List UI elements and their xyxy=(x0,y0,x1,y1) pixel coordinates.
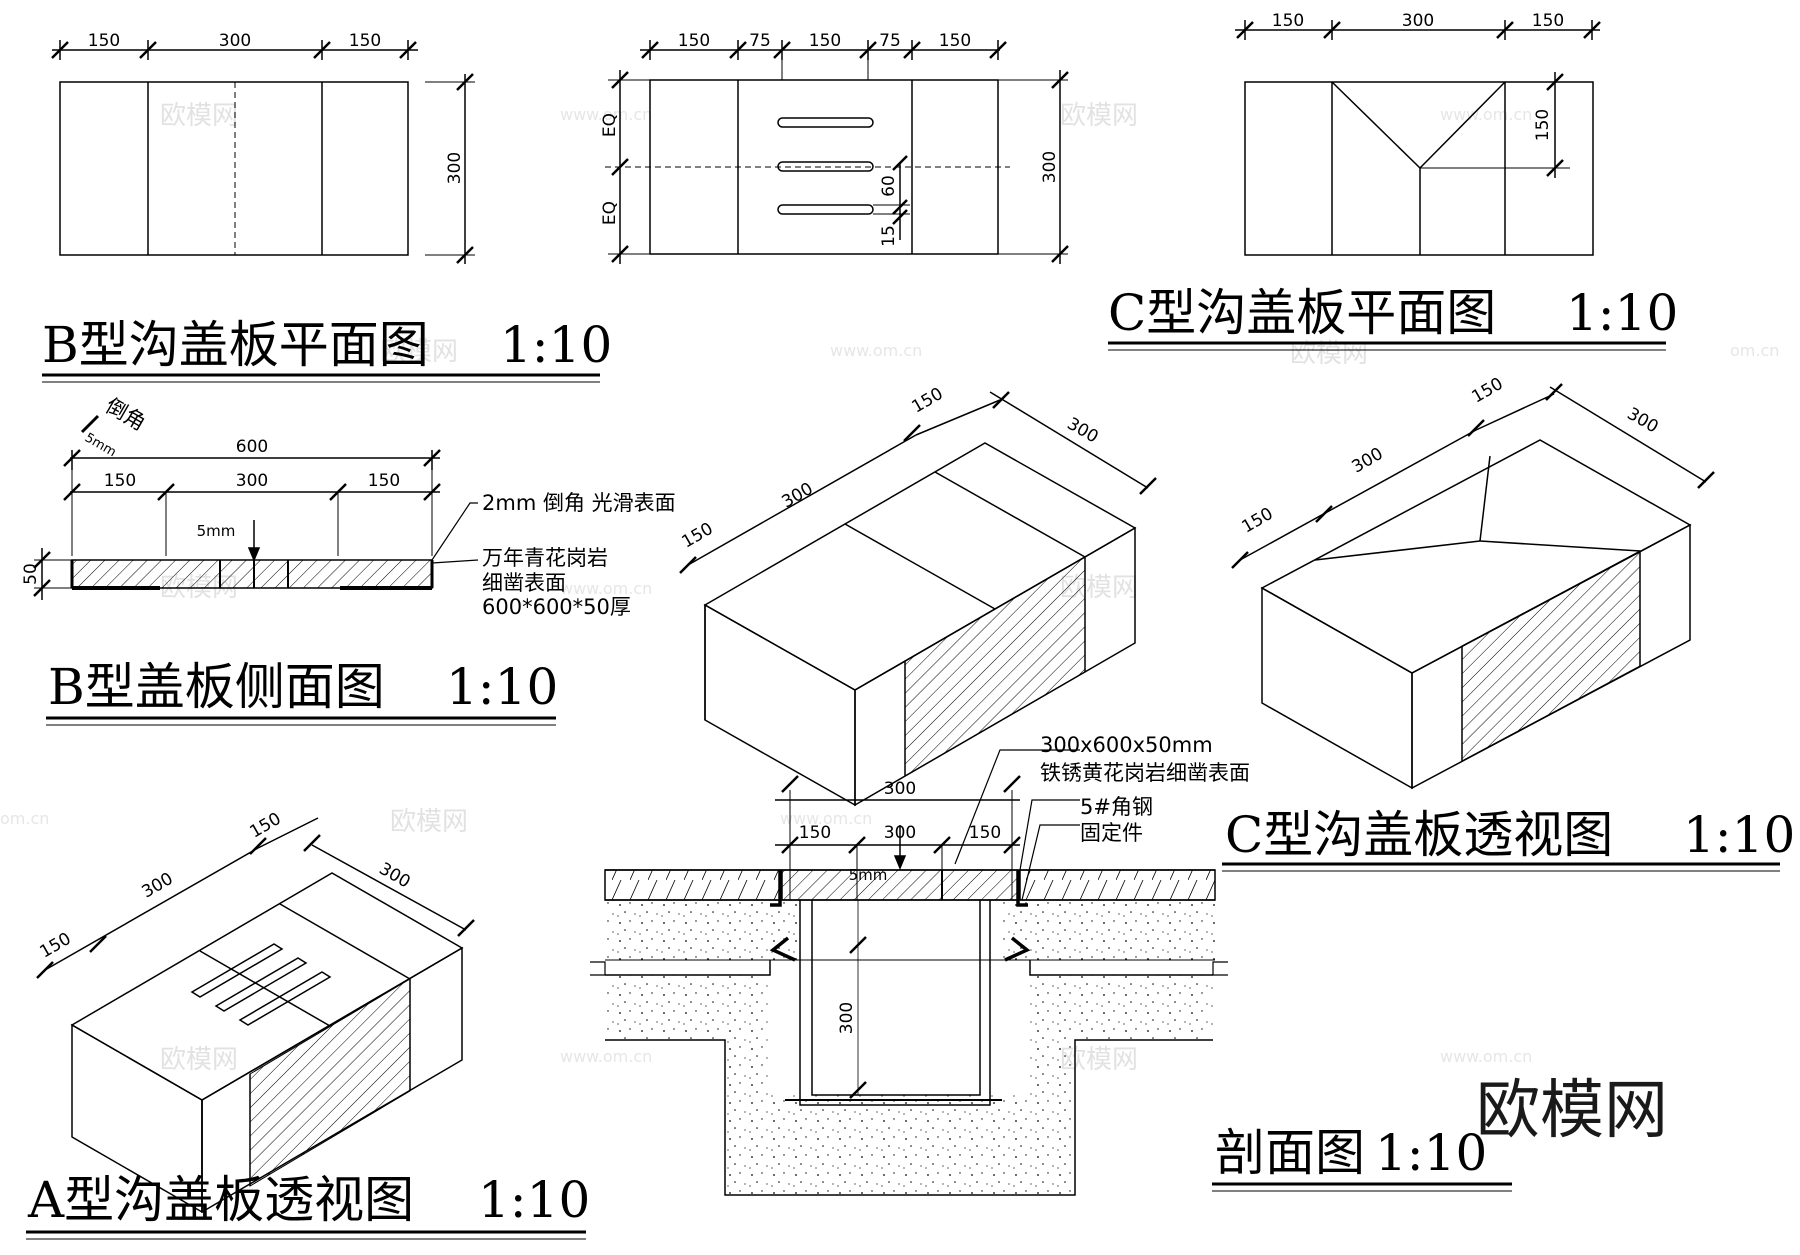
b-isometric-view xyxy=(679,391,1157,807)
a-plan-dim-2: 75 xyxy=(749,31,771,51)
b-iso-dim-150a: 150 xyxy=(678,519,716,553)
watermark-url: www.om.cn xyxy=(560,579,652,598)
c-plan-title-underline xyxy=(1108,341,1666,351)
watermark-text: 欧模网 xyxy=(160,101,238,131)
b-side-view xyxy=(33,414,479,600)
c-iso-dim-300a: 300 xyxy=(1348,444,1386,478)
watermark-url: om.cn xyxy=(0,809,49,828)
watermark-text: 欧模网 xyxy=(160,1045,238,1075)
a-plan-dim-1: 150 xyxy=(678,31,710,51)
a-plan-dim-4: 75 xyxy=(879,31,901,51)
watermark-url: www.om.cn xyxy=(1440,105,1532,124)
b-side-scale: 1:10 xyxy=(446,658,558,716)
c-persp-scale: 1:10 xyxy=(1683,806,1795,864)
watermark-url: om.cn xyxy=(1730,341,1779,360)
section-dim-mid: 300 xyxy=(884,823,916,843)
b-side-dim-left: 150 xyxy=(104,471,136,491)
section-note-material: 铁锈黄花岗岩细凿表面 xyxy=(1040,761,1250,785)
a-plan-dim-height: 300 xyxy=(1040,151,1060,183)
a-plan-dim-3: 150 xyxy=(809,31,841,51)
c-persp-title: C型沟盖板透视图 xyxy=(1225,806,1613,864)
b-iso-dim-300b: 300 xyxy=(1063,414,1101,448)
watermark-url: www.om.cn xyxy=(560,1047,652,1066)
c-plan-dim-left: 150 xyxy=(1272,11,1304,31)
a-persp-scale: 1:10 xyxy=(478,1171,590,1229)
a-plan-dim-slot: 60 xyxy=(879,175,899,197)
c-iso-dim-150a: 150 xyxy=(1238,504,1276,538)
b-side-title-underline xyxy=(46,716,556,726)
c-isometric-view xyxy=(1231,383,1715,790)
watermark-text: 欧模网 xyxy=(380,337,458,367)
b-side-note-finish: 细凿表面 xyxy=(482,571,566,595)
a-persp-title: A型沟盖板透视图 xyxy=(27,1171,414,1229)
section-dim-depth: 300 xyxy=(837,1002,857,1034)
b-side-dim-total: 600 xyxy=(236,437,268,457)
watermark-text: 欧模网 xyxy=(1060,101,1138,131)
c-plan-scale: 1:10 xyxy=(1566,284,1678,342)
section-title: 剖面图 xyxy=(1215,1124,1365,1182)
c-plan-title: C型沟盖板平面图 xyxy=(1108,284,1496,342)
c-plan-dim-right: 150 xyxy=(1532,11,1564,31)
b-plan-title: B型沟盖板平面图 xyxy=(42,316,429,374)
c-iso-dim-150b: 150 xyxy=(1468,374,1506,408)
a-iso-dim-150a: 150 xyxy=(36,929,74,963)
watermark-url: www.om.cn xyxy=(780,809,872,828)
c-plan-view xyxy=(1235,20,1601,256)
b-side-note-chamfer: 2mm 倒角 光滑表面 xyxy=(482,491,676,515)
watermark-url: www.om.cn xyxy=(560,105,652,124)
a-plan-dim-5: 150 xyxy=(939,31,971,51)
a-plan-dim-eq2: EQ xyxy=(600,201,620,225)
b-side-chamfer-label: 倒角 xyxy=(102,394,150,436)
watermark-url: www.om.cn xyxy=(830,341,922,360)
brand-logo: 欧模网 xyxy=(1476,1074,1668,1148)
section-view xyxy=(590,749,1228,1196)
a-iso-dim-300b: 300 xyxy=(375,859,413,893)
c-persp-title-underline xyxy=(1222,862,1780,872)
b-side-joint: 5mm xyxy=(197,522,236,540)
watermark-text: 欧模网 xyxy=(390,807,468,837)
b-iso-dim-300a: 300 xyxy=(778,479,816,513)
c-plan-dim-150: 150 xyxy=(1533,109,1553,141)
c-plan-dim-mid: 300 xyxy=(1402,11,1434,31)
b-side-note-material: 万年青花岗岩 xyxy=(482,546,608,570)
section-dim-right: 150 xyxy=(969,823,1001,843)
b-side-dim-thick: 50 xyxy=(21,563,41,585)
a-persp-title-underline xyxy=(26,1230,586,1240)
b-plan-scale: 1:10 xyxy=(500,316,612,374)
section-scale: 1:10 xyxy=(1375,1124,1487,1182)
b-plan-title-underline xyxy=(42,373,600,383)
section-note-fixing: 固定件 xyxy=(1080,821,1143,845)
b-side-title: B型盖板侧面图 xyxy=(48,658,385,716)
b-plan-dim-right: 150 xyxy=(349,31,381,51)
a-plan-dim-eq1: EQ xyxy=(600,113,620,137)
a-isometric-view xyxy=(36,817,475,1214)
b-plan-dim-height: 300 xyxy=(445,152,465,184)
b-iso-dim-150b: 150 xyxy=(908,384,946,418)
section-note-size: 300x600x50mm xyxy=(1040,733,1213,757)
b-plan-dim-left: 150 xyxy=(88,31,120,51)
a-plan-view xyxy=(605,40,1069,264)
b-side-dim-mid: 300 xyxy=(236,471,268,491)
b-side-note-size: 600*600*50厚 xyxy=(482,595,631,619)
c-iso-dim-300b: 300 xyxy=(1623,404,1661,438)
b-plan-view xyxy=(51,40,475,264)
a-plan-dim-gap: 15 xyxy=(879,225,899,247)
b-plan-dim-mid: 300 xyxy=(219,31,251,51)
section-note-angle: 5#角钢 xyxy=(1080,795,1153,819)
section-dim-left: 150 xyxy=(799,823,831,843)
b-side-chamfer-size: 5mm xyxy=(82,430,119,460)
section-title-underline xyxy=(1212,1182,1512,1192)
watermark-url: www.om.cn xyxy=(1440,1047,1532,1066)
section-dim-top: 300 xyxy=(884,779,916,799)
section-joint: 5mm xyxy=(849,866,888,884)
b-side-dim-right: 150 xyxy=(368,471,400,491)
